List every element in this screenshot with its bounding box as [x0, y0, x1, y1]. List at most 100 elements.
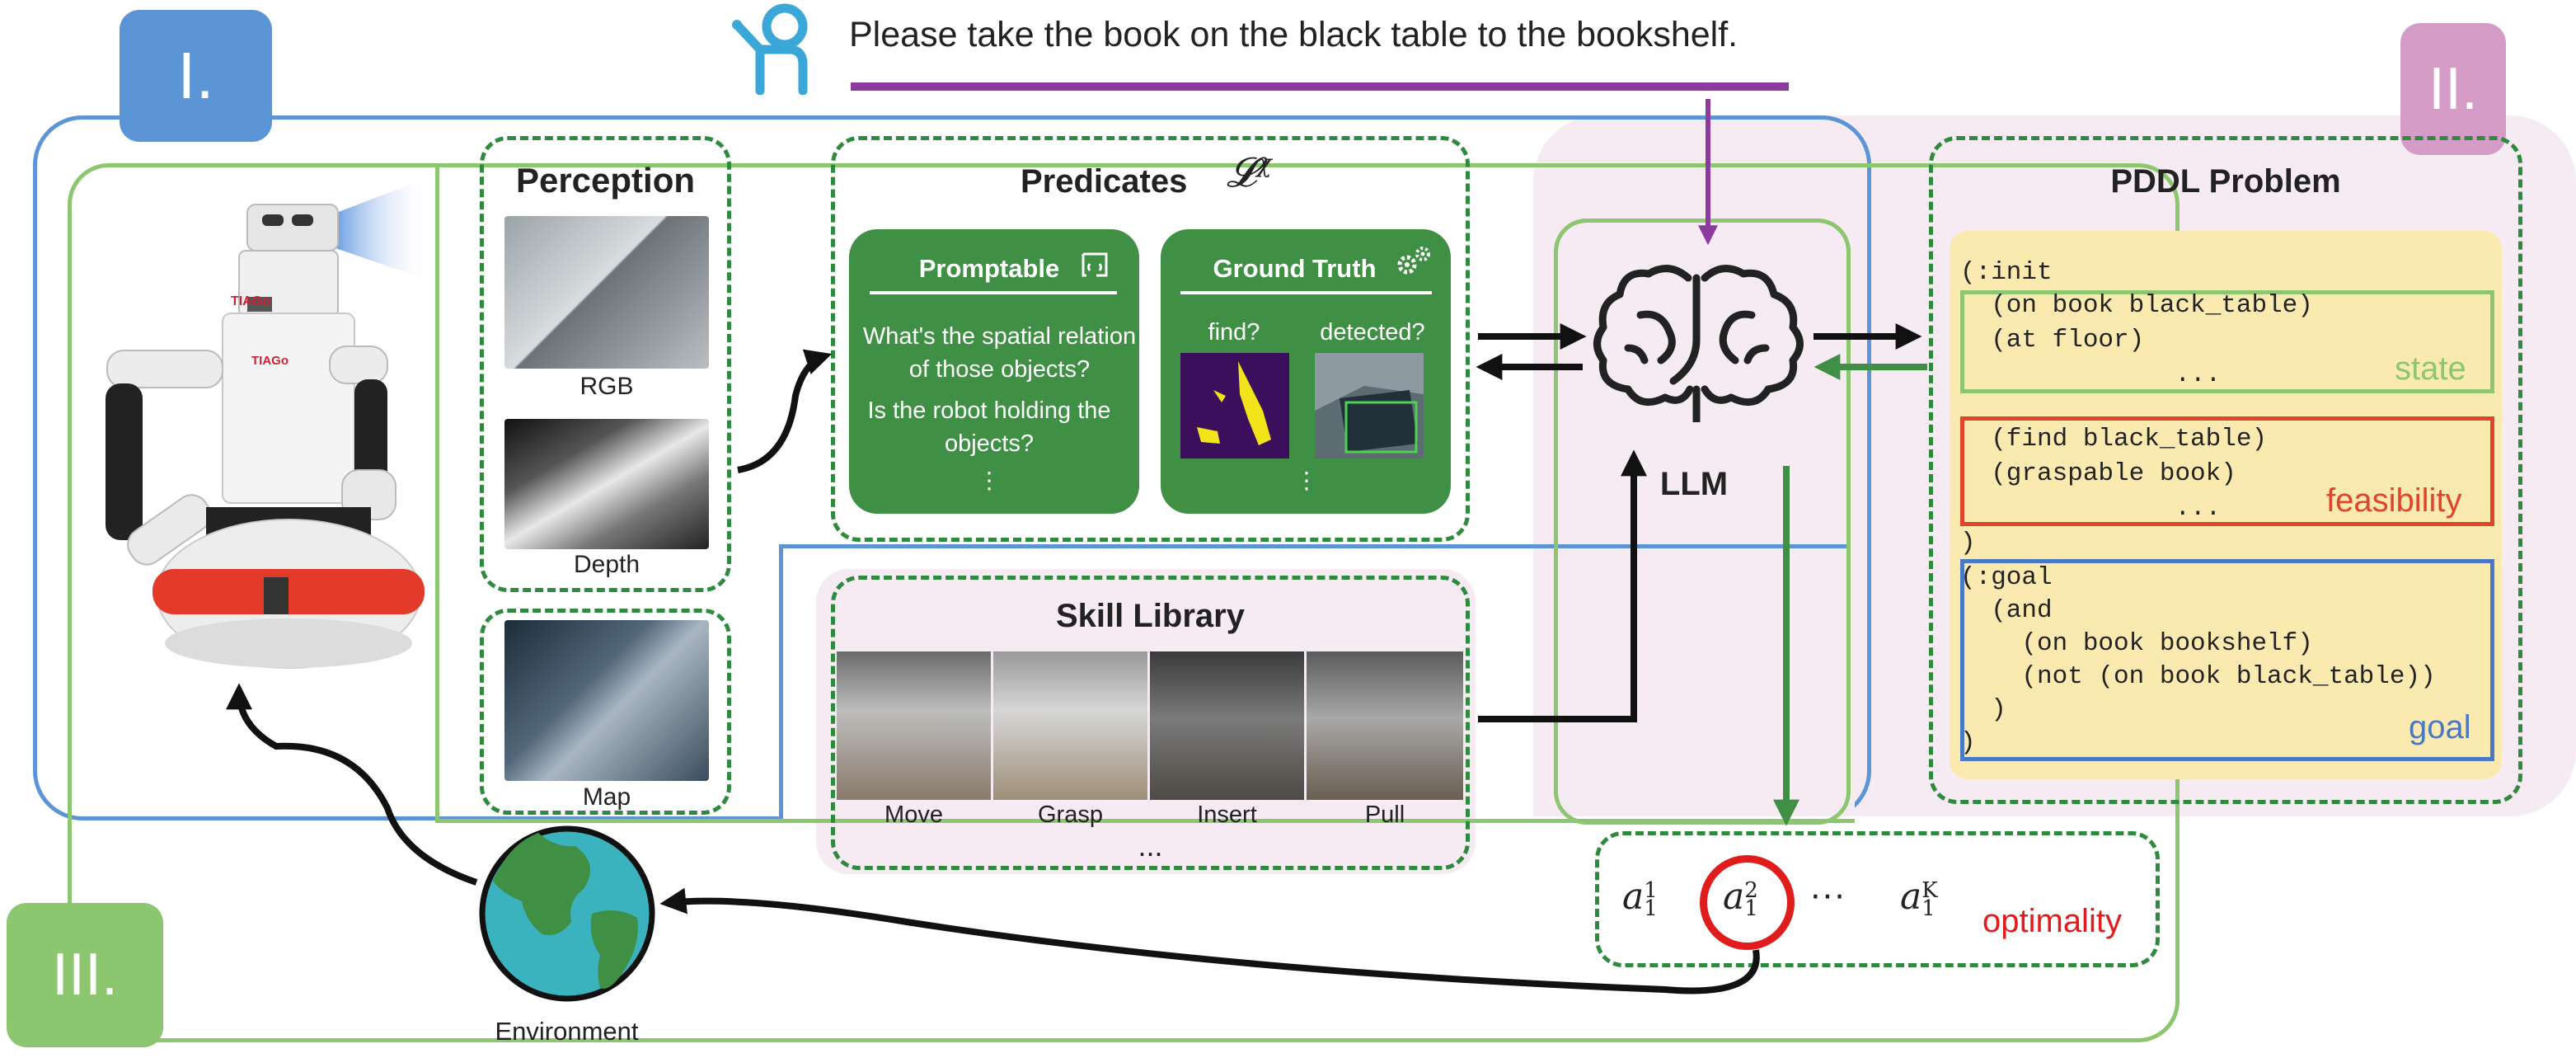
action-1-sup: 1: [1644, 877, 1658, 903]
feasibility-label: feasibility: [2326, 482, 2462, 519]
gears-icon: [1397, 247, 1430, 275]
goal-line-4: (not (on book black_table)): [1960, 662, 2436, 691]
pddl-box: [1929, 136, 2522, 804]
promptable-more: ⋮: [978, 468, 1001, 493]
action-2-sub: 1: [1744, 896, 1758, 921]
find-label: find?: [1208, 319, 1260, 346]
svg-text:TIAGo: TIAGo: [251, 354, 289, 368]
promptable-card: [849, 229, 1139, 514]
state-line-2: (at floor): [1960, 326, 2145, 355]
predicates-title: Predicates: [1021, 163, 1188, 200]
feasibility-line-1: (find black_table): [1960, 425, 2268, 454]
promptable-q2: Is the robot holding the objects?: [867, 397, 1111, 457]
state-line-1: (on book black_table): [1960, 291, 2313, 320]
llm-label: LLM: [1659, 466, 1729, 502]
skill-image-grasp: [993, 651, 1147, 800]
state-label: state: [2395, 350, 2466, 387]
instruction-underline: [851, 82, 1789, 91]
skill-move-label: Move: [884, 802, 943, 828]
stage1-label: I.: [120, 10, 272, 142]
feasibility-line-3: ...: [1960, 494, 2222, 523]
init-close-line: ): [1960, 529, 1976, 557]
skill-library-title: Skill Library: [1056, 598, 1245, 634]
skill-image-pull: [1307, 651, 1463, 800]
predicates-symbol: 𝓛χ: [1227, 148, 1272, 197]
stage3-robot-outline: [435, 163, 1853, 823]
map-label: Map: [582, 783, 631, 811]
predicates-box: [831, 136, 1470, 542]
action-2-base: a: [1723, 876, 1745, 918]
rgb-image: [504, 216, 709, 369]
skill-pull-label: Pull: [1364, 802, 1405, 828]
action-k-sub: 1: [1921, 896, 1936, 921]
selected-action-ring: [1700, 855, 1795, 950]
predicates-symbol-sup: χ: [1256, 149, 1272, 179]
goal-line-6: ): [1960, 728, 1976, 757]
promptable-title: Promptable: [918, 254, 1060, 283]
prompt-icon: [1082, 252, 1108, 277]
depth-label: Depth: [573, 551, 640, 578]
action-1-sub: 1: [1644, 896, 1658, 921]
map-image: [504, 620, 709, 781]
ground-truth-more: ⋮: [1295, 468, 1318, 493]
skills-to-llm-arrow: [1478, 449, 1647, 722]
ground-truth-title: Ground Truth: [1213, 254, 1377, 283]
stage3-bottom-line: [435, 819, 1855, 823]
perception-title: Perception: [515, 161, 696, 200]
detected-image: [1315, 353, 1424, 458]
ground-truth-divider: [1180, 291, 1432, 294]
actions-box: [1595, 831, 2160, 967]
feasibility-block: [1960, 416, 2494, 526]
perception-predicates-arrow: [737, 349, 833, 473]
stage1-inner-edge: [779, 544, 1851, 548]
action-to-environment-arrow: [659, 887, 1760, 995]
rgb-label: RGB: [579, 373, 634, 400]
action-dots: ···: [1809, 874, 1846, 915]
skill-library-box: [831, 576, 1470, 870]
pddl-init-line: (:init: [1960, 258, 2053, 287]
action-2-sup: 2: [1744, 877, 1758, 903]
stage2-label: II.: [2400, 23, 2506, 155]
svg-text:TIAGo: TIAGo: [231, 294, 270, 308]
map-box: [480, 609, 731, 815]
feasibility-line-2: (graspable book): [1960, 459, 2236, 488]
optimality-label: optimality: [1982, 903, 2122, 939]
action-k-base: a: [1900, 876, 1922, 918]
find-mask-image: [1180, 353, 1289, 458]
environment-to-robot-arrow: [226, 683, 478, 886]
goal-line-3: (on book bookshelf): [1960, 629, 2313, 658]
stage1-inner-edge-vert: [779, 544, 783, 821]
globe-icon: [479, 825, 655, 1002]
skill-grasp-label: Grasp: [1038, 802, 1103, 828]
goal-line-5: ): [1960, 695, 2006, 724]
skill-image-insert: [1150, 651, 1304, 800]
goal-label: goal: [2409, 709, 2471, 745]
stage3-label: III.: [7, 903, 163, 1047]
promptable-q1: What's the spatial relation of those obj…: [862, 323, 1137, 383]
skill-insert-label: Insert: [1197, 802, 1257, 828]
brain-icon: [1593, 265, 1804, 422]
instruction-text: Please take the book on the black table …: [849, 15, 1738, 54]
perception-box: [480, 136, 731, 592]
action-k-sup: K: [1921, 877, 1938, 903]
robot-illustration: TIAGo TIAGo: [106, 181, 429, 669]
skill-more: ...: [1138, 829, 1163, 863]
environment-label: Environment: [495, 1017, 639, 1046]
goal-block: [1960, 559, 2494, 761]
goal-line-1: (:goal: [1960, 563, 2053, 592]
person-icon: [732, 3, 808, 95]
predicates-symbol-base: 𝓛: [1227, 148, 1257, 196]
detected-label: detected?: [1320, 319, 1425, 346]
depth-image: [504, 419, 709, 549]
pddl-code-panel: [1950, 231, 2502, 779]
skill-image-move: [837, 651, 991, 800]
goal-line-2: (and: [1960, 596, 2053, 625]
state-block: [1960, 290, 2494, 393]
state-line-3: ...: [1960, 360, 2222, 389]
promptable-divider: [870, 291, 1117, 294]
